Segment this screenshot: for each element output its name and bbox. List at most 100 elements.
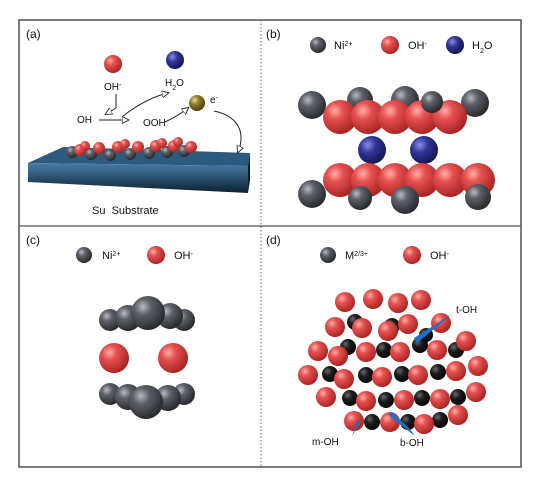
metal-atom — [432, 412, 448, 428]
legend-metal-sphere — [320, 247, 336, 263]
legend-water-label: H2O — [472, 40, 493, 55]
metal-atom — [322, 366, 338, 382]
panel-a: (a) OH — [26, 27, 250, 217]
oh-atom — [411, 290, 431, 310]
oh-atom — [173, 137, 183, 147]
panel-b: (b) Ni2+ OH- H2O — [266, 27, 495, 214]
oh-atom — [356, 391, 376, 411]
oh-atom — [308, 341, 328, 361]
oh-atom — [323, 163, 357, 197]
oh-atom — [185, 141, 197, 153]
oh-atom — [388, 293, 408, 313]
substrate-label: Su Substrate — [92, 205, 159, 217]
b-oh-label: b-OH — [400, 438, 424, 449]
oh-atom — [298, 365, 318, 385]
metal-atom — [430, 364, 446, 380]
ni-atom — [131, 296, 165, 330]
top-hydroxide-layer — [298, 86, 489, 134]
bottom-hydroxide-layer — [298, 163, 495, 214]
oh-atom — [325, 317, 345, 337]
oh-atom — [99, 343, 129, 373]
oh-atom — [335, 292, 355, 312]
metal-atom — [358, 367, 374, 383]
legend-oh-sphere — [147, 246, 165, 264]
metal-atom — [342, 390, 358, 406]
oh-atom — [158, 343, 188, 373]
oh-atom — [456, 331, 476, 351]
cluster-hydroxide-atoms — [298, 289, 488, 434]
water-molecule — [358, 136, 386, 164]
oh-atom — [466, 382, 486, 402]
oh-atom — [323, 100, 357, 134]
water-label: H2O — [165, 78, 184, 92]
oh-atom — [427, 340, 447, 360]
top-ni-layer — [99, 296, 195, 331]
legend-oh-label: OH- — [174, 250, 194, 262]
ni-atom — [129, 385, 163, 419]
legend-water-sphere — [446, 36, 464, 54]
ooh-label: OOH — [143, 118, 166, 129]
ni-atom — [348, 186, 372, 210]
panel-a-label: (a) — [26, 27, 41, 41]
metal-atom — [364, 414, 380, 430]
oh-atom — [414, 414, 434, 434]
adsorbed-layer — [66, 137, 197, 161]
oh-atom — [356, 342, 376, 362]
oh-atom — [352, 318, 372, 338]
oh-atom — [433, 163, 467, 197]
electron-sphere — [189, 95, 205, 111]
oh-atom — [433, 100, 467, 134]
oh-atom — [124, 148, 136, 160]
legend-ni-sphere — [310, 37, 326, 53]
metal-atom — [414, 390, 430, 406]
legend-ni-sphere — [76, 247, 92, 263]
metal-atom — [378, 392, 394, 408]
panel-d-label: (d) — [266, 233, 281, 247]
oh-atom — [363, 289, 383, 309]
metal-atom — [394, 366, 410, 382]
legend-oh-sphere — [381, 36, 399, 54]
metal-atom — [450, 389, 466, 405]
pointer-t-oh — [414, 314, 452, 343]
water-molecule — [410, 136, 438, 164]
oh-atom — [390, 342, 410, 362]
oh-ion-sphere — [104, 55, 122, 73]
pointer-m-oh — [352, 420, 360, 436]
metal-atom — [376, 342, 392, 358]
oh-atom — [351, 100, 385, 134]
oh-atom — [408, 365, 428, 385]
oh-atom — [446, 361, 466, 381]
arrow-electron-to-substrate — [213, 110, 241, 152]
t-oh-label: t-OH — [456, 305, 477, 316]
oh-atom — [448, 405, 468, 425]
oh-atom — [316, 387, 336, 407]
oh-atom — [344, 411, 364, 431]
water-sphere — [166, 51, 184, 69]
arrow-water-out — [122, 93, 168, 117]
oh-atom — [334, 369, 354, 389]
oh-atom — [93, 142, 105, 154]
oh-atom — [104, 149, 116, 161]
bottom-ni-layer — [99, 383, 195, 419]
panel-d: (d) M2/3+ OH- — [266, 233, 488, 449]
oh-atom — [80, 141, 90, 151]
oh-atom — [398, 314, 418, 334]
oh-atom — [468, 356, 488, 376]
oh-atom — [430, 389, 450, 409]
oh-atom — [372, 367, 392, 387]
ni-atom — [391, 186, 419, 214]
legend-oh-label: OH- — [408, 40, 428, 52]
oh-atom — [394, 390, 414, 410]
oh-atom — [405, 163, 439, 197]
oh-atom — [328, 346, 348, 366]
oh-ion-label: OH- — [104, 82, 122, 94]
legend-oh-label: OH- — [430, 250, 450, 262]
oh-adsorbed-label: OH — [77, 115, 92, 126]
ni-atom — [461, 89, 489, 117]
legend-oh-sphere — [403, 246, 421, 264]
arrow-ooh-to-o2 — [164, 108, 188, 123]
oh-atom — [378, 321, 398, 341]
oh-atom — [157, 138, 167, 148]
ni-atom — [298, 180, 326, 208]
